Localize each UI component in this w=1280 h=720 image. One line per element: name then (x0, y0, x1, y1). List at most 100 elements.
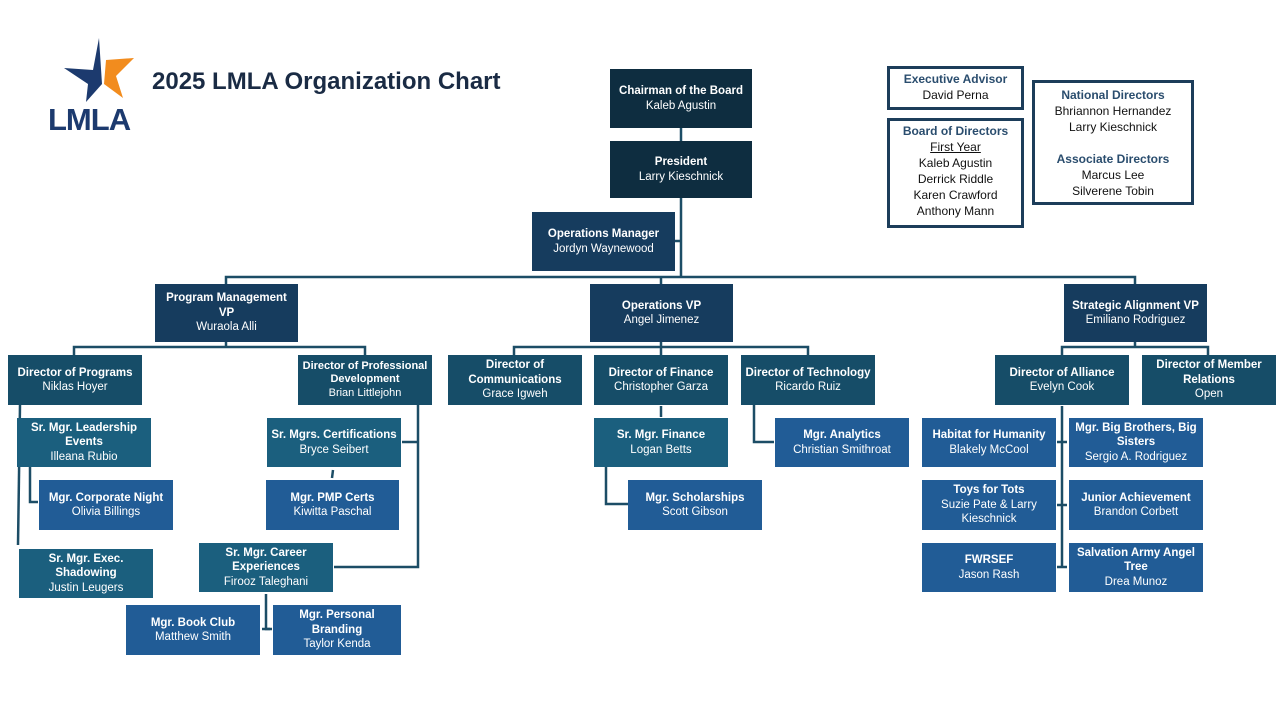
node-title: Mgr. Personal Branding (299, 609, 375, 636)
node-name: Olivia Billings (71, 506, 141, 518)
panel-name: Bhriannon Hernandez (1054, 104, 1172, 118)
node-name: Blakely McCool (949, 443, 1029, 456)
node-title: President (654, 156, 708, 168)
node-operations-vp[interactable]: Operations VP Angel Jimenez (590, 284, 733, 342)
connector (72, 345, 367, 355)
connector (264, 594, 272, 631)
node-name: Drea Munoz (1104, 575, 1168, 588)
panel-subtitle: First Year (930, 140, 981, 154)
node-name: Illeana Rubio (50, 450, 118, 463)
node-name: Taylor Kenda (303, 638, 371, 651)
node-sr-mgr-leadership-events[interactable]: Sr. Mgr. Leadership Events Illeana Rubio (17, 418, 151, 467)
node-title: Mgr. Scholarships (645, 491, 745, 504)
page-title: 2025 LMLA Organization Chart (152, 68, 501, 95)
node-name: Logan Betts (630, 443, 692, 456)
node-name: Larry Kieschnick (638, 170, 724, 183)
node-director-technology[interactable]: Director of Technology Ricardo Ruiz (741, 355, 875, 405)
connector (224, 275, 1137, 284)
lmla-logo: LMLA (46, 36, 156, 137)
node-salvation-army-angel-tree[interactable]: Salvation Army Angel Tree Drea Munoz (1069, 543, 1203, 592)
node-title: Sr. Mgr. Career Experiences (225, 546, 307, 574)
node-name: Suzie Pate & Larry Kieschnick (941, 498, 1037, 526)
node-title: Director of Technology (745, 366, 871, 379)
node-name: Kiwitta Paschal (293, 506, 372, 518)
node-title: Habitat for Humanity (932, 429, 1046, 441)
node-title: Salvation Army Angel Tree (1076, 546, 1195, 574)
node-director-finance[interactable]: Director of Finance Christopher Garza (594, 355, 728, 405)
node-operations-manager[interactable]: Operations Manager Jordyn Waynewood (532, 212, 675, 271)
node-title: Director of Communications (468, 359, 562, 386)
node-mgr-book-club[interactable]: Mgr. Book Club Matthew Smith (126, 605, 260, 655)
panel-name: David Perna (922, 88, 989, 102)
connector (1060, 345, 1210, 355)
node-strategic-alignment-vp[interactable]: Strategic Alignment VP Emiliano Rodrigue… (1064, 284, 1207, 342)
node-title: Sr. Mgr. Leadership Events (30, 421, 138, 449)
node-fwrsef[interactable]: FWRSEF Jason Rash (922, 543, 1056, 592)
node-title: Director of Programs (17, 366, 133, 379)
node-junior-achievement[interactable]: Junior Achievement Brandon Corbett (1069, 480, 1203, 530)
node-director-professional-development[interactable]: Director of Professional Development Bri… (298, 355, 432, 405)
node-title: Director of Alliance (1009, 366, 1115, 379)
node-title: Director of Member Relations (1156, 359, 1262, 386)
node-mgr-corporate-night[interactable]: Mgr. Corporate Night Olivia Billings (39, 480, 173, 530)
node-director-member-relations[interactable]: Director of Member Relations Open (1142, 355, 1276, 405)
node-title: Operations VP (621, 299, 702, 312)
node-name: Wuraola Alli (196, 321, 257, 334)
node-name: Brandon Corbett (1093, 506, 1179, 518)
node-toys-for-tots[interactable]: Toys for Tots Suzie Pate & Larry Kieschn… (922, 480, 1056, 530)
panel-title: National Directors (1061, 88, 1165, 102)
node-name: Firooz Taleghani (223, 575, 309, 588)
node-title: Strategic Alignment VP (1072, 299, 1199, 312)
node-name: Matthew Smith (154, 631, 232, 643)
panel-name: Larry Kieschnick (1068, 120, 1158, 134)
node-president[interactable]: President Larry Kieschnick (610, 141, 752, 198)
connector (330, 469, 335, 479)
star-icon (64, 38, 134, 102)
node-habitat-for-humanity[interactable]: Habitat for Humanity Blakely McCool (922, 418, 1056, 467)
node-director-communications[interactable]: Director of Communications Grace Igweh (448, 355, 582, 405)
node-big-brothers-big-sisters[interactable]: Mgr. Big Brothers, Big Sisters Sergio A.… (1069, 418, 1203, 467)
node-title: FWRSEF (964, 554, 1014, 566)
node-chairman[interactable]: Chairman of the Board Kaleb Agustin (610, 69, 752, 128)
node-director-alliance[interactable]: Director of Alliance Evelyn Cook (995, 355, 1129, 405)
node-title: Sr. Mgr. Exec. Shadowing (48, 552, 124, 580)
node-title: Sr. Mgr. Finance (616, 429, 706, 441)
panel-title: Board of Directors (902, 124, 1009, 138)
node-title: Mgr. Analytics (803, 429, 881, 441)
panel-name: Kaleb Agustin (918, 156, 993, 170)
node-name: Grace Igweh (482, 388, 548, 401)
node-name: Justin Leugers (48, 581, 124, 594)
node-sr-mgr-finance[interactable]: Sr. Mgr. Finance Logan Betts (594, 418, 728, 467)
node-mgr-scholarships[interactable]: Mgr. Scholarships Scott Gibson (628, 480, 762, 530)
node-name: Bryce Seibert (299, 443, 369, 456)
logo-text: LMLA (48, 102, 131, 137)
connector (604, 467, 628, 506)
node-title: Mgr. Big Brothers, Big Sisters (1075, 421, 1197, 449)
node-name: Jordyn Waynewood (553, 242, 654, 255)
panel-name: Anthony Mann (916, 204, 995, 218)
node-mgr-analytics[interactable]: Mgr. Analytics Christian Smithroat (775, 418, 909, 467)
node-title: Mgr. PMP Certs (290, 491, 375, 504)
panel-name: Marcus Lee (1081, 168, 1145, 182)
node-title: Operations Manager (547, 228, 660, 240)
panel-title: Associate Directors (1056, 152, 1170, 166)
node-mgr-personal-branding[interactable]: Mgr. Personal Branding Taylor Kenda (273, 605, 401, 655)
node-name: Jason Rash (958, 568, 1020, 581)
panel-name: Karen Crawford (913, 188, 998, 202)
national-directors-panel: National Directors Bhriannon Hernandez L… (1032, 80, 1194, 205)
board-of-directors-panel: Board of Directors First Year Kaleb Agus… (887, 118, 1024, 228)
node-name: Christian Smithroat (793, 443, 891, 456)
node-program-management-vp[interactable]: Program Management VP Wuraola Alli (155, 284, 298, 342)
node-name: Sergio A. Rodriguez (1084, 450, 1188, 463)
node-name: Christopher Garza (614, 381, 708, 393)
node-sr-mgr-exec-shadowing[interactable]: Sr. Mgr. Exec. Shadowing Justin Leugers (19, 549, 153, 598)
node-sr-mgr-career-experiences[interactable]: Sr. Mgr. Career Experiences Firooz Taleg… (199, 543, 333, 592)
node-mgr-pmp-certs[interactable]: Mgr. PMP Certs Kiwitta Paschal (266, 480, 399, 530)
node-director-programs[interactable]: Director of Programs Niklas Hoyer (8, 355, 142, 405)
node-name: Emiliano Rodriguez (1085, 314, 1186, 326)
panel-name: Derrick Riddle (917, 172, 994, 186)
panel-title: Executive Advisor (903, 72, 1008, 86)
node-title: Toys for Tots (953, 484, 1025, 497)
node-title: Director of Professional Development (302, 359, 428, 386)
node-sr-mgrs-certifications[interactable]: Sr. Mgrs. Certifications Bryce Seibert (267, 418, 401, 467)
